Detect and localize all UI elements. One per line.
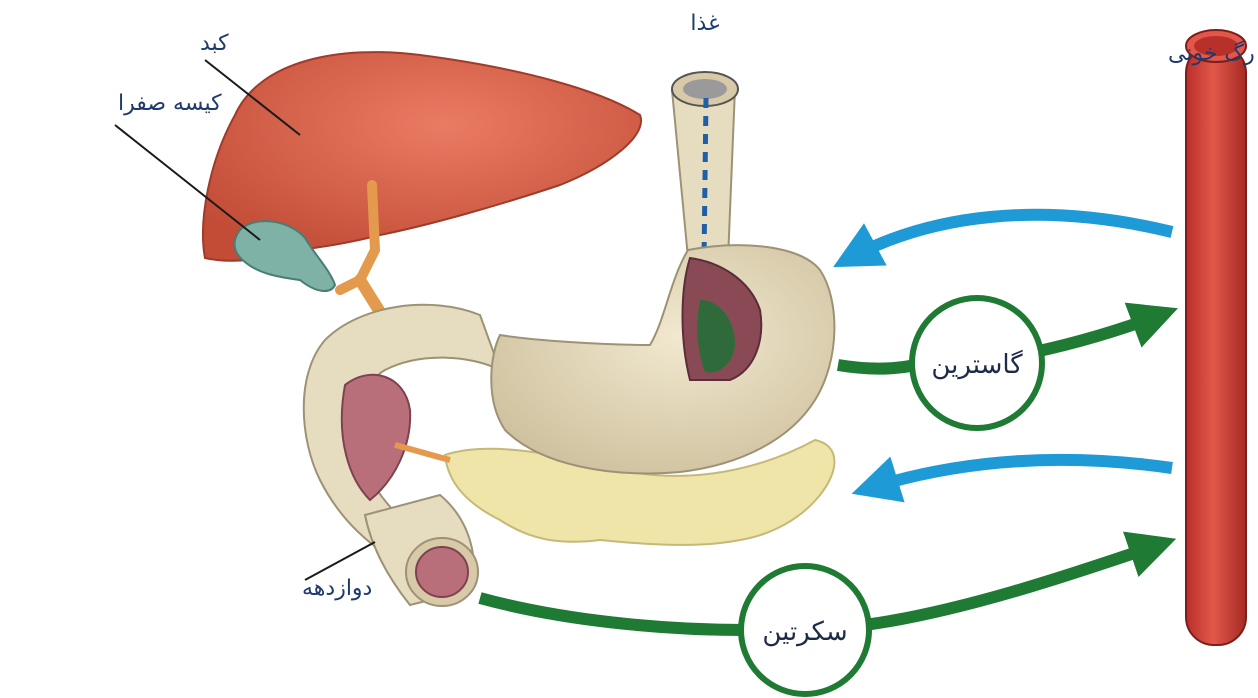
gastrin-node: گاسترین (912, 298, 1042, 428)
stomach (491, 245, 834, 473)
secretin-label: سکرتین (762, 617, 847, 647)
blood-vessel (1186, 30, 1246, 645)
liver-label: کبد (200, 31, 229, 56)
secretin-node: سکرتین (741, 566, 869, 694)
gallbladder-label: کیسه صفرا (118, 91, 222, 116)
gastrin-label: گاسترین (931, 349, 1023, 380)
food-label: غذا (690, 11, 719, 36)
duodenum-pointer (305, 542, 375, 580)
blue-arrow-to-stomach (850, 215, 1172, 258)
blue-arrow-to-pancreas (870, 460, 1172, 488)
esophagus (672, 72, 738, 260)
blood-vessel-label: رگ خونی (1168, 40, 1255, 66)
duodenum-label: دوازدهه (302, 576, 372, 601)
